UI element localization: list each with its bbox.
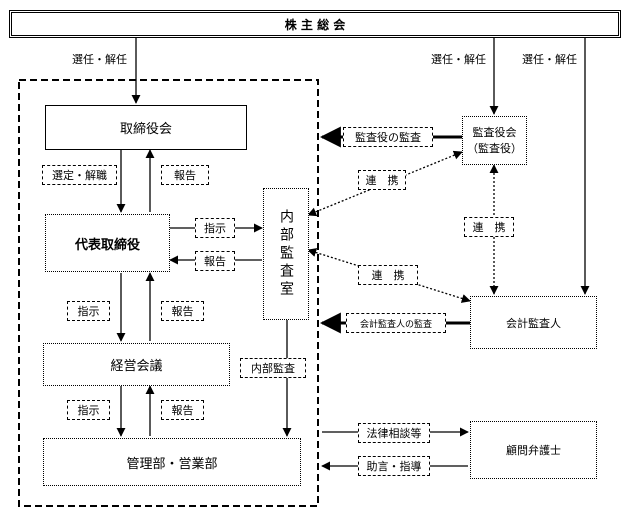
report-tag: 報告 — [195, 251, 235, 271]
internal-audit-tag: 内部監査 — [240, 358, 306, 378]
advice-guidance-tag: 助言・指導 — [358, 456, 430, 476]
internal-audit-office-box: 内部監査室 — [263, 188, 309, 320]
audit-board-line1: 監査役会 — [472, 125, 517, 139]
instruct-tag: 指示 — [67, 301, 110, 321]
board-of-directors-box: 取締役会 — [45, 105, 247, 150]
select-dismiss-tag: 選定・解職 — [42, 165, 117, 185]
legal-consultation-tag: 法律相談等 — [358, 423, 430, 443]
admin-sales-box: 管理部・営業部 — [43, 438, 301, 486]
instruct-tag: 指示 — [195, 218, 235, 238]
audit-board-box: 監査役会 （監査役） — [462, 116, 527, 165]
report-tag: 報告 — [161, 400, 204, 420]
audit-board-line2: （監査役） — [467, 141, 522, 155]
accounting-auditor-audit-tag: 会計監査人の監査 — [346, 313, 446, 333]
appoint-dismiss-label: 選任・解任 — [522, 53, 577, 66]
cooperation-tag: 連 携 — [464, 217, 514, 237]
shareholders-meeting-box: 株 主 総 会 — [9, 10, 621, 38]
accounting-auditor-box: 会計監査人 — [470, 296, 597, 349]
cooperation-tag: 連 携 — [358, 170, 406, 190]
auditor-audit-tag: 監査役の監査 — [343, 127, 433, 147]
cooperation-tag: 連 携 — [358, 265, 418, 285]
instruct-tag: 指示 — [67, 400, 110, 420]
report-tag: 報告 — [161, 165, 209, 185]
appoint-dismiss-label: 選任・解任 — [431, 53, 486, 66]
appoint-dismiss-label: 選任・解任 — [72, 53, 127, 66]
management-meeting-box: 経営会議 — [43, 343, 230, 386]
legal-counsel-box: 顧問弁護士 — [470, 421, 597, 479]
ceo-box: 代表取締役 — [45, 214, 170, 272]
report-tag: 報告 — [161, 301, 204, 321]
